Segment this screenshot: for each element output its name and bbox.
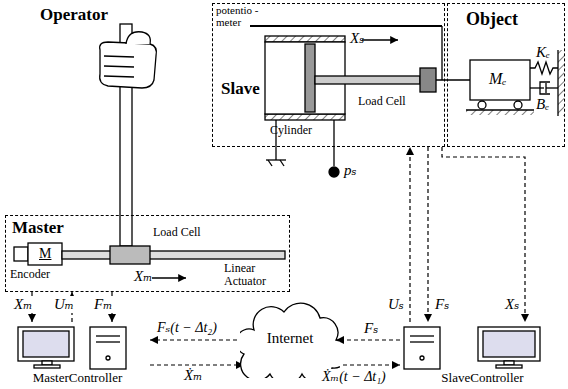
signal-name: Xₛ xyxy=(503,296,521,313)
signal-name: Ẋₘ(t − Δt₁) xyxy=(320,369,388,384)
hydraulic-cylinder xyxy=(441,26,442,80)
mass-spring-damper xyxy=(530,87,544,88)
node-title: Internet xyxy=(240,330,340,347)
computer xyxy=(96,341,120,342)
hydraulic-cylinder xyxy=(333,120,334,166)
computer xyxy=(96,335,120,336)
operator-hand xyxy=(126,32,150,44)
signal-link xyxy=(336,364,400,365)
computer xyxy=(420,356,424,360)
computer xyxy=(410,341,434,342)
part-label: pₛ xyxy=(344,162,357,179)
signal-name: Xₘ xyxy=(12,296,34,313)
linear-actuator xyxy=(28,243,62,265)
cloud-shape xyxy=(240,303,340,378)
operator-hand xyxy=(100,24,157,246)
linear-actuator xyxy=(62,251,285,259)
hydraulic-cylinder xyxy=(362,39,398,40)
signal-link xyxy=(150,339,244,340)
signal-link xyxy=(150,364,244,365)
signal-link xyxy=(409,147,410,322)
controller-pc: MasterController xyxy=(5,322,150,388)
hydraulic-cylinder xyxy=(329,167,339,177)
computer xyxy=(34,365,60,368)
computer xyxy=(410,335,434,336)
computer xyxy=(496,365,522,368)
signal-name: Fₛ xyxy=(362,320,380,337)
signal-name: Uₘ xyxy=(52,296,76,313)
mass-spring-damper xyxy=(514,101,522,109)
part-label: Load Cell xyxy=(153,226,201,239)
part-label: potentio -meter xyxy=(216,4,266,28)
operator-hand xyxy=(100,42,157,88)
linear-actuator xyxy=(152,277,186,278)
internet-cloud: Internet xyxy=(240,302,340,378)
computer xyxy=(404,327,540,369)
linear-actuator xyxy=(110,246,150,264)
part-label: Operator xyxy=(40,6,108,25)
signal-name: Fₛ(t − Δt₂) xyxy=(155,320,219,335)
hydraulic-cylinder xyxy=(265,114,345,120)
part-label: Bₑ xyxy=(536,96,549,113)
part-label: Kₑ xyxy=(536,44,550,61)
computer xyxy=(18,327,126,369)
hydraulic-cylinder xyxy=(268,160,272,166)
computer xyxy=(18,327,74,361)
signal-name: Ẋₘ xyxy=(182,367,204,384)
computer xyxy=(478,327,540,361)
node-title: MasterController xyxy=(5,371,150,385)
part-label: Xₛ xyxy=(350,30,364,47)
part-label: Cylinder xyxy=(270,124,312,137)
controller-pc: SlaveController xyxy=(400,322,565,388)
mass-spring-damper xyxy=(466,110,534,115)
signal-name: Uₛ xyxy=(386,296,406,313)
signal-name: Fₘ xyxy=(92,296,114,313)
node-title: Master xyxy=(12,219,64,238)
mass-spring-damper xyxy=(478,101,486,109)
hydraulic-cylinder xyxy=(280,160,284,166)
hydraulic-cylinder xyxy=(420,68,436,92)
hydraulic-cylinder xyxy=(265,36,345,42)
hydraulic-cylinder xyxy=(436,79,470,80)
computer xyxy=(483,331,535,357)
part-label: Linear Actuator xyxy=(224,262,280,288)
slave-box: Slave xyxy=(212,3,445,147)
part-label: Mₑ xyxy=(489,70,507,88)
computer xyxy=(23,331,69,357)
mass-spring-damper xyxy=(530,62,558,74)
node-title: Object xyxy=(466,10,518,30)
signal-link xyxy=(427,147,428,322)
part-label: Xₘ xyxy=(134,268,152,285)
signal-link xyxy=(442,147,525,322)
computer xyxy=(404,327,440,369)
part-label: M xyxy=(39,246,51,261)
part-label: Load Cell xyxy=(358,95,406,108)
node-title: Slave xyxy=(221,80,260,99)
hydraulic-cylinder xyxy=(315,76,420,84)
linear-actuator xyxy=(14,247,28,261)
mass-spring-damper xyxy=(558,50,564,116)
mass-spring-damper xyxy=(470,60,530,100)
hydraulic-cylinder xyxy=(250,26,470,177)
signal-name: Fₛ xyxy=(433,296,451,313)
mass-spring-damper xyxy=(546,87,558,88)
computer xyxy=(90,327,126,369)
computer xyxy=(106,356,110,360)
operator-hand xyxy=(104,56,134,77)
hydraulic-cylinder xyxy=(250,25,442,27)
hydraulic-cylinder xyxy=(305,44,315,112)
node-title: SlaveController xyxy=(400,371,565,385)
part-label: Encoder xyxy=(10,268,50,281)
signal-link xyxy=(336,339,400,340)
